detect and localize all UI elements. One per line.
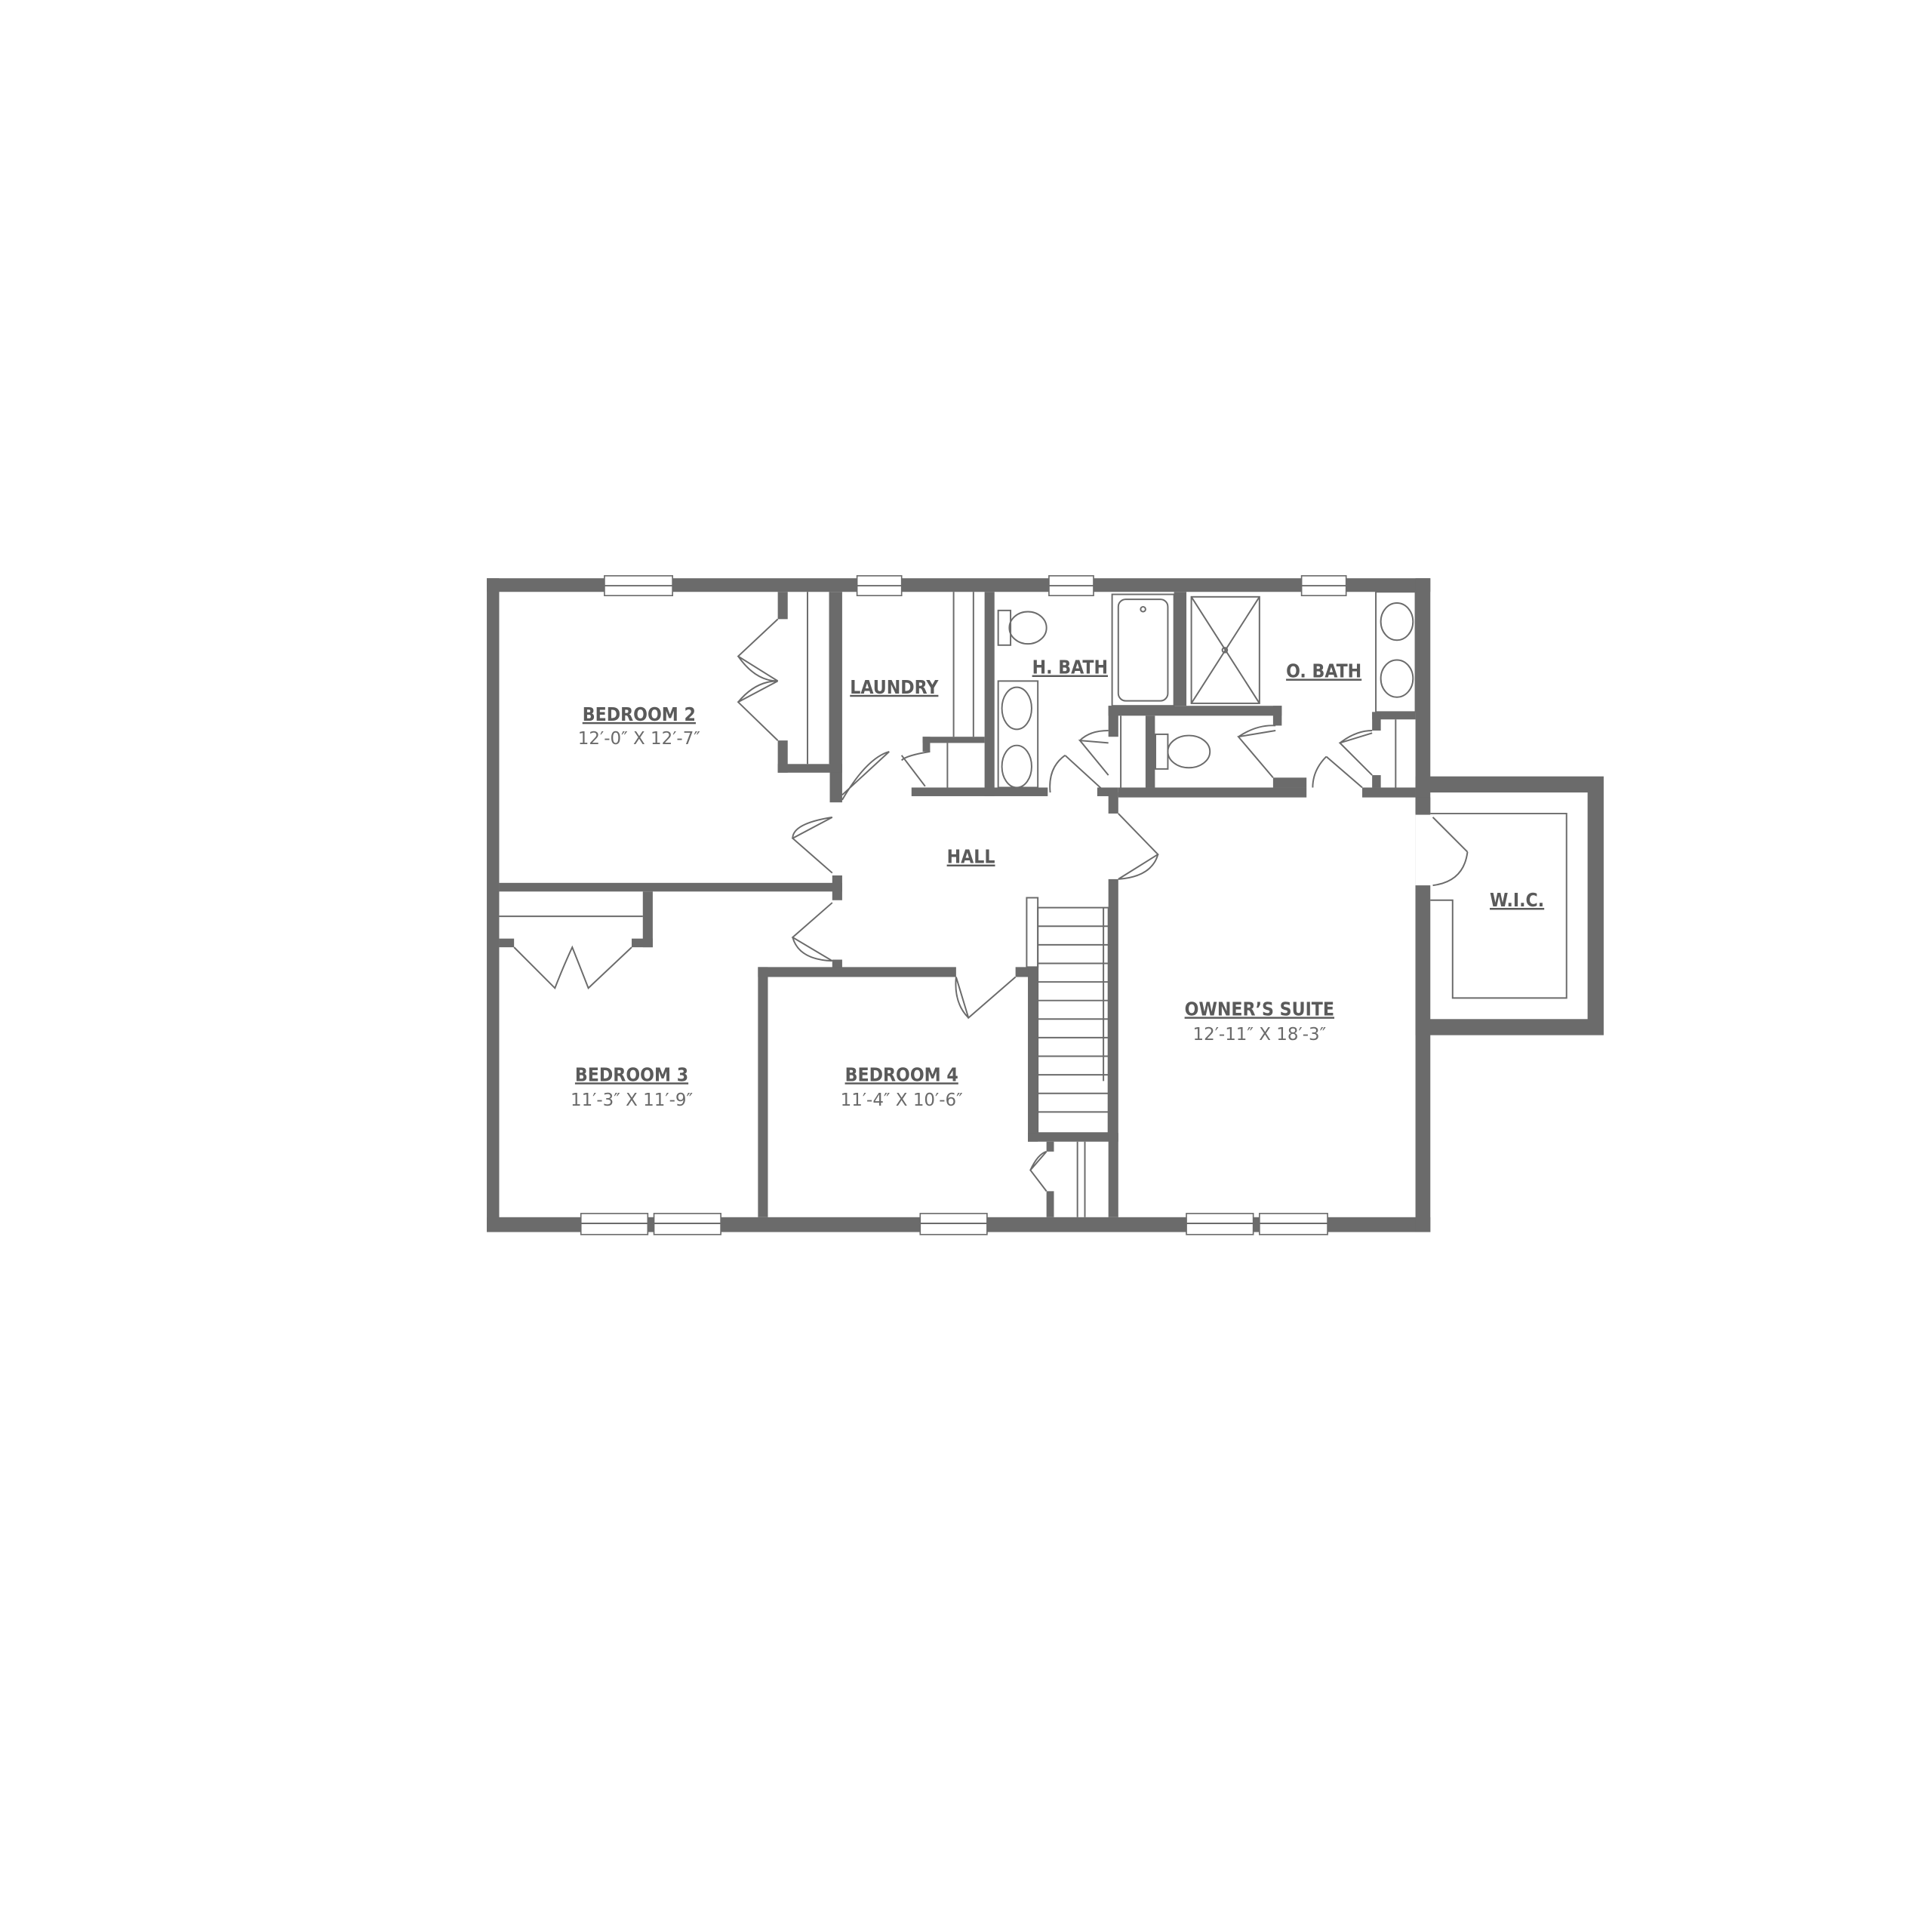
tub xyxy=(1117,598,1169,702)
owners-suite-label: OWNER’S SUITE xyxy=(1185,998,1334,1020)
room-labels: BEDROOM 2 12′-0″ X 12′-7″ LAUNDRY H. BAT… xyxy=(571,657,1544,1111)
interior-walls xyxy=(499,592,1431,1217)
bedroom2-label: BEDROOM 2 xyxy=(583,703,696,725)
door-swings xyxy=(513,618,1373,1192)
toilets xyxy=(997,609,1211,770)
owners-suite-size: 12′-11″ X 18′-3″ xyxy=(1193,1025,1327,1045)
hall-label: HALL xyxy=(947,846,995,868)
hbath-label: H. BATH xyxy=(1032,657,1108,678)
bedroom2-size: 12′-0″ X 12′-7″ xyxy=(578,729,700,749)
obath-label: O. BATH xyxy=(1286,660,1361,682)
laundry-label: LAUNDRY xyxy=(850,676,939,698)
bedroom3-label: BEDROOM 3 xyxy=(575,1063,688,1085)
sinks xyxy=(997,591,1417,789)
shower xyxy=(1190,595,1260,704)
wic-label: W.I.C. xyxy=(1490,889,1544,911)
bedroom3-size: 11′-3″ X 11′-9″ xyxy=(571,1091,693,1110)
fixtures xyxy=(499,591,1417,1217)
bedroom4-size: 11′-4″ X 10′-6″ xyxy=(841,1091,963,1110)
bedroom4-label: BEDROOM 4 xyxy=(845,1063,958,1085)
windows xyxy=(580,575,1347,1235)
wic-walls xyxy=(1415,776,1604,1035)
staircase xyxy=(1037,906,1109,1134)
